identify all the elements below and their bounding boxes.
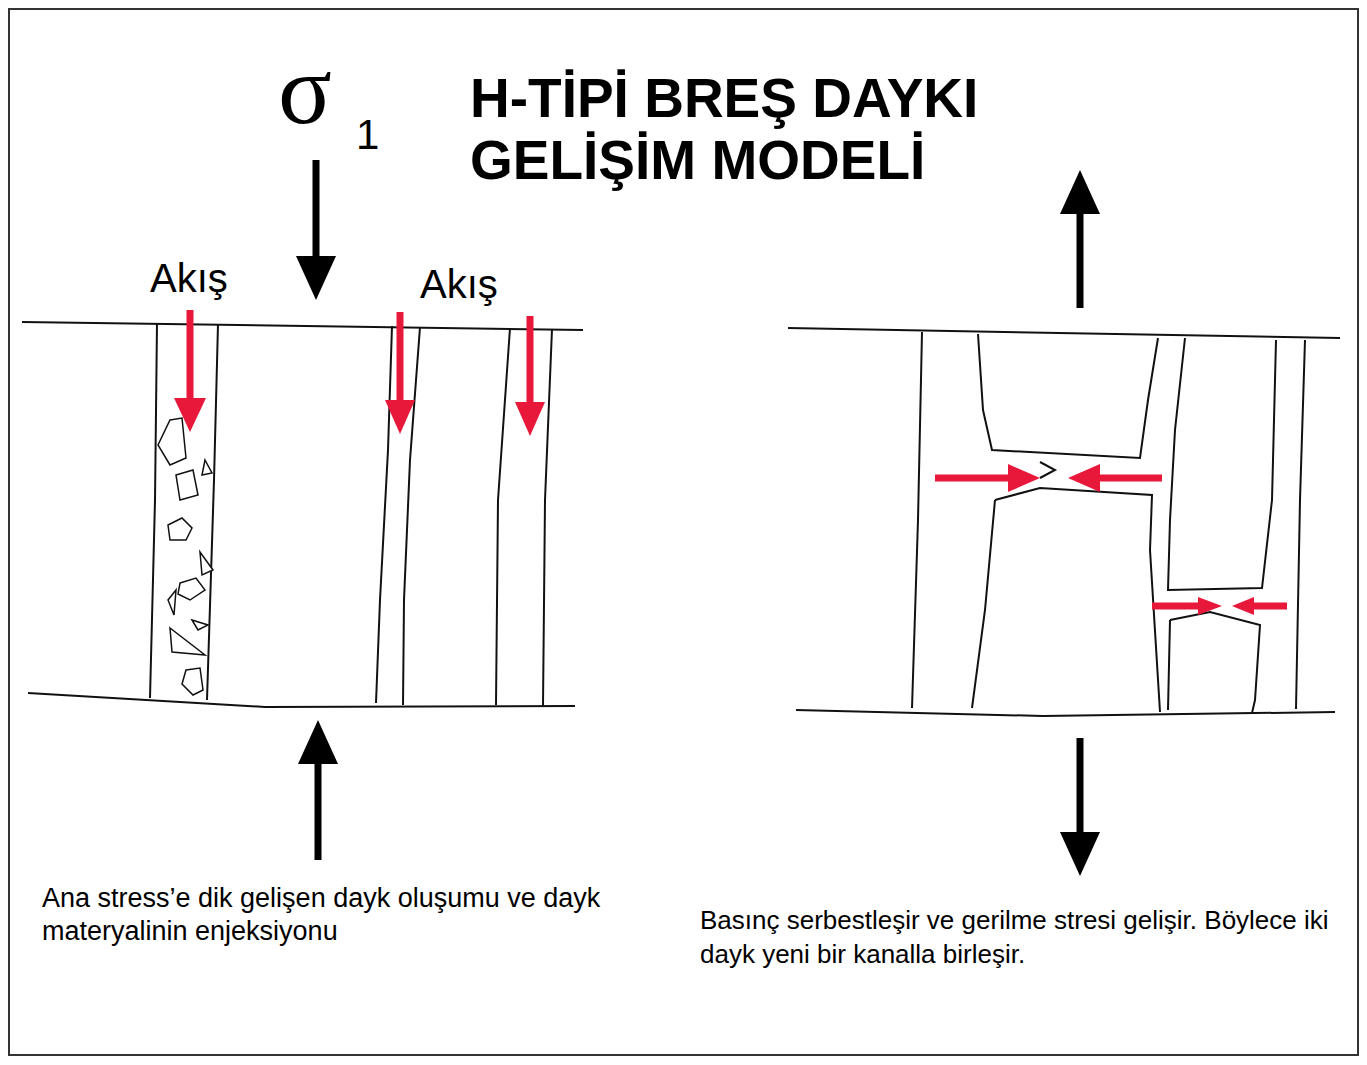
panel-caption: Basınç serbestleşir ve gerilme stresi ge… bbox=[700, 904, 1355, 972]
flow-arrows bbox=[174, 310, 545, 436]
breccia-fragments bbox=[158, 418, 213, 695]
compression-arrows bbox=[935, 464, 1287, 615]
stress-symbol: σ bbox=[278, 40, 332, 140]
stress-arrows bbox=[296, 160, 1100, 876]
right-panel bbox=[788, 328, 1340, 716]
flow-label: Akış bbox=[420, 264, 498, 304]
flow-label: Akış bbox=[150, 258, 228, 298]
diagram-title: H-TİPİ BREŞ DAYKI GELİŞİM MODELİ bbox=[470, 68, 1120, 191]
stress-subscript: 1 bbox=[356, 114, 379, 156]
left-panel bbox=[22, 322, 583, 707]
panel-caption: Ana stress’e dik gelişen dayk oluşumu ve… bbox=[42, 882, 632, 948]
frame bbox=[9, 9, 1358, 1055]
